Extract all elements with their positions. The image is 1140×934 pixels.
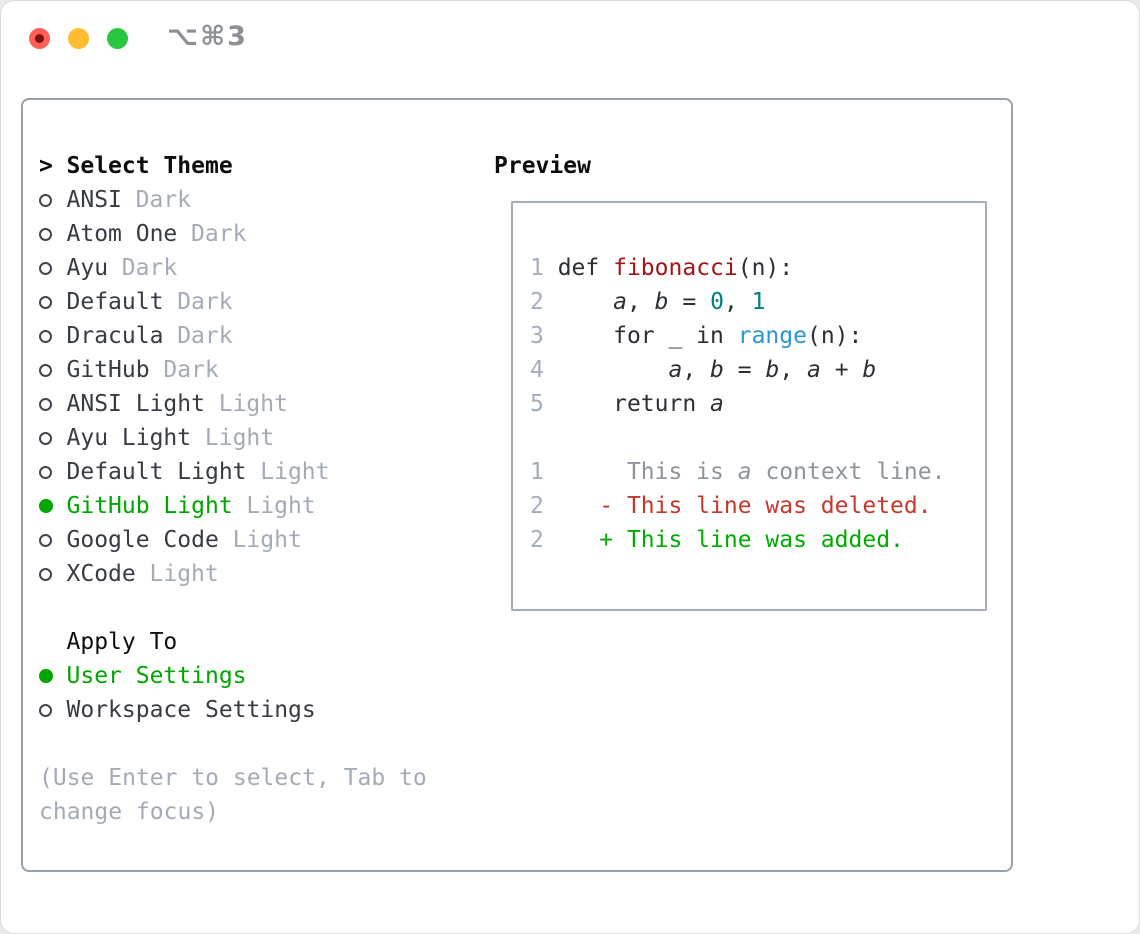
diff-line-added: 2 + This line was added.: [530, 527, 904, 553]
theme-variant-tag: Light: [204, 425, 275, 451]
radio-unselected-icon: [39, 261, 67, 275]
keyboard-hint-line2: change focus): [39, 799, 220, 825]
radio-selected-icon: [39, 669, 67, 683]
theme-variant-tag: Dark: [191, 221, 247, 247]
theme-variant-tag: Dark: [135, 187, 192, 213]
theme-variant-tag: Light: [232, 527, 302, 553]
zoom-button[interactable]: [107, 28, 128, 49]
radio-unselected-icon: [39, 533, 67, 547]
radio-unselected-icon: [39, 397, 67, 411]
radio-unselected-icon: [39, 363, 67, 377]
close-button[interactable]: [29, 28, 50, 49]
code-line: 2 a, b = 0, 1: [530, 289, 766, 315]
keyboard-hint-line1: (Use Enter to select, Tab to: [39, 765, 427, 791]
theme-variant-tag: Light: [218, 391, 288, 417]
diff-line-context: 1 This is a context line.: [530, 459, 946, 485]
radio-unselected-icon: [39, 227, 67, 241]
theme-variant-tag: Light: [246, 493, 316, 519]
radio-unselected-icon: [39, 567, 67, 581]
minimize-button[interactable]: [68, 28, 89, 49]
diff-line-deleted: 2 - This line was deleted.: [530, 493, 932, 519]
theme-variant-tag: Dark: [121, 255, 178, 281]
theme-variant-tag: Dark: [177, 323, 233, 349]
select-theme-header: > Select Theme: [39, 149, 427, 183]
theme-variant-tag: Dark: [177, 289, 233, 315]
radio-unselected-icon: [39, 465, 67, 479]
prompt-caret-icon: >: [39, 153, 53, 179]
select-theme-title: Select Theme: [66, 153, 233, 179]
radio-unselected-icon: [39, 703, 67, 717]
theme-variant-tag: Light: [260, 459, 330, 485]
code-line: 4 a, b = b, a + b: [530, 357, 877, 383]
apply-to-workspace-settings[interactable]: Workspace Settings: [39, 693, 427, 727]
title-bar: ⌥⌘3: [1, 1, 1139, 76]
radio-unselected-icon: [39, 193, 67, 207]
apply-to-user-settings[interactable]: User Settings: [39, 659, 427, 693]
preview-code-box: 1 def fibonacci(n): 2 a, b = 0, 1 3 for …: [511, 201, 987, 611]
theme-variant-tag: Dark: [163, 357, 219, 383]
code-line: 1 def fibonacci(n):: [530, 255, 794, 281]
radio-selected-icon: [39, 499, 67, 513]
traffic-lights: [29, 28, 128, 49]
radio-unselected-icon: [39, 431, 67, 445]
window-shortcut-label: ⌥⌘3: [167, 21, 248, 52]
theme-variant-tag: Light: [149, 561, 219, 587]
code-blank-line: [530, 421, 985, 455]
code-line: 5 return a: [530, 391, 724, 417]
radio-unselected-icon: [39, 295, 67, 309]
apply-to-header: Apply To: [66, 629, 178, 655]
radio-unselected-icon: [39, 329, 67, 343]
code-line: 3 for _ in range(n):: [530, 323, 863, 349]
preview-title: Preview: [494, 153, 591, 179]
